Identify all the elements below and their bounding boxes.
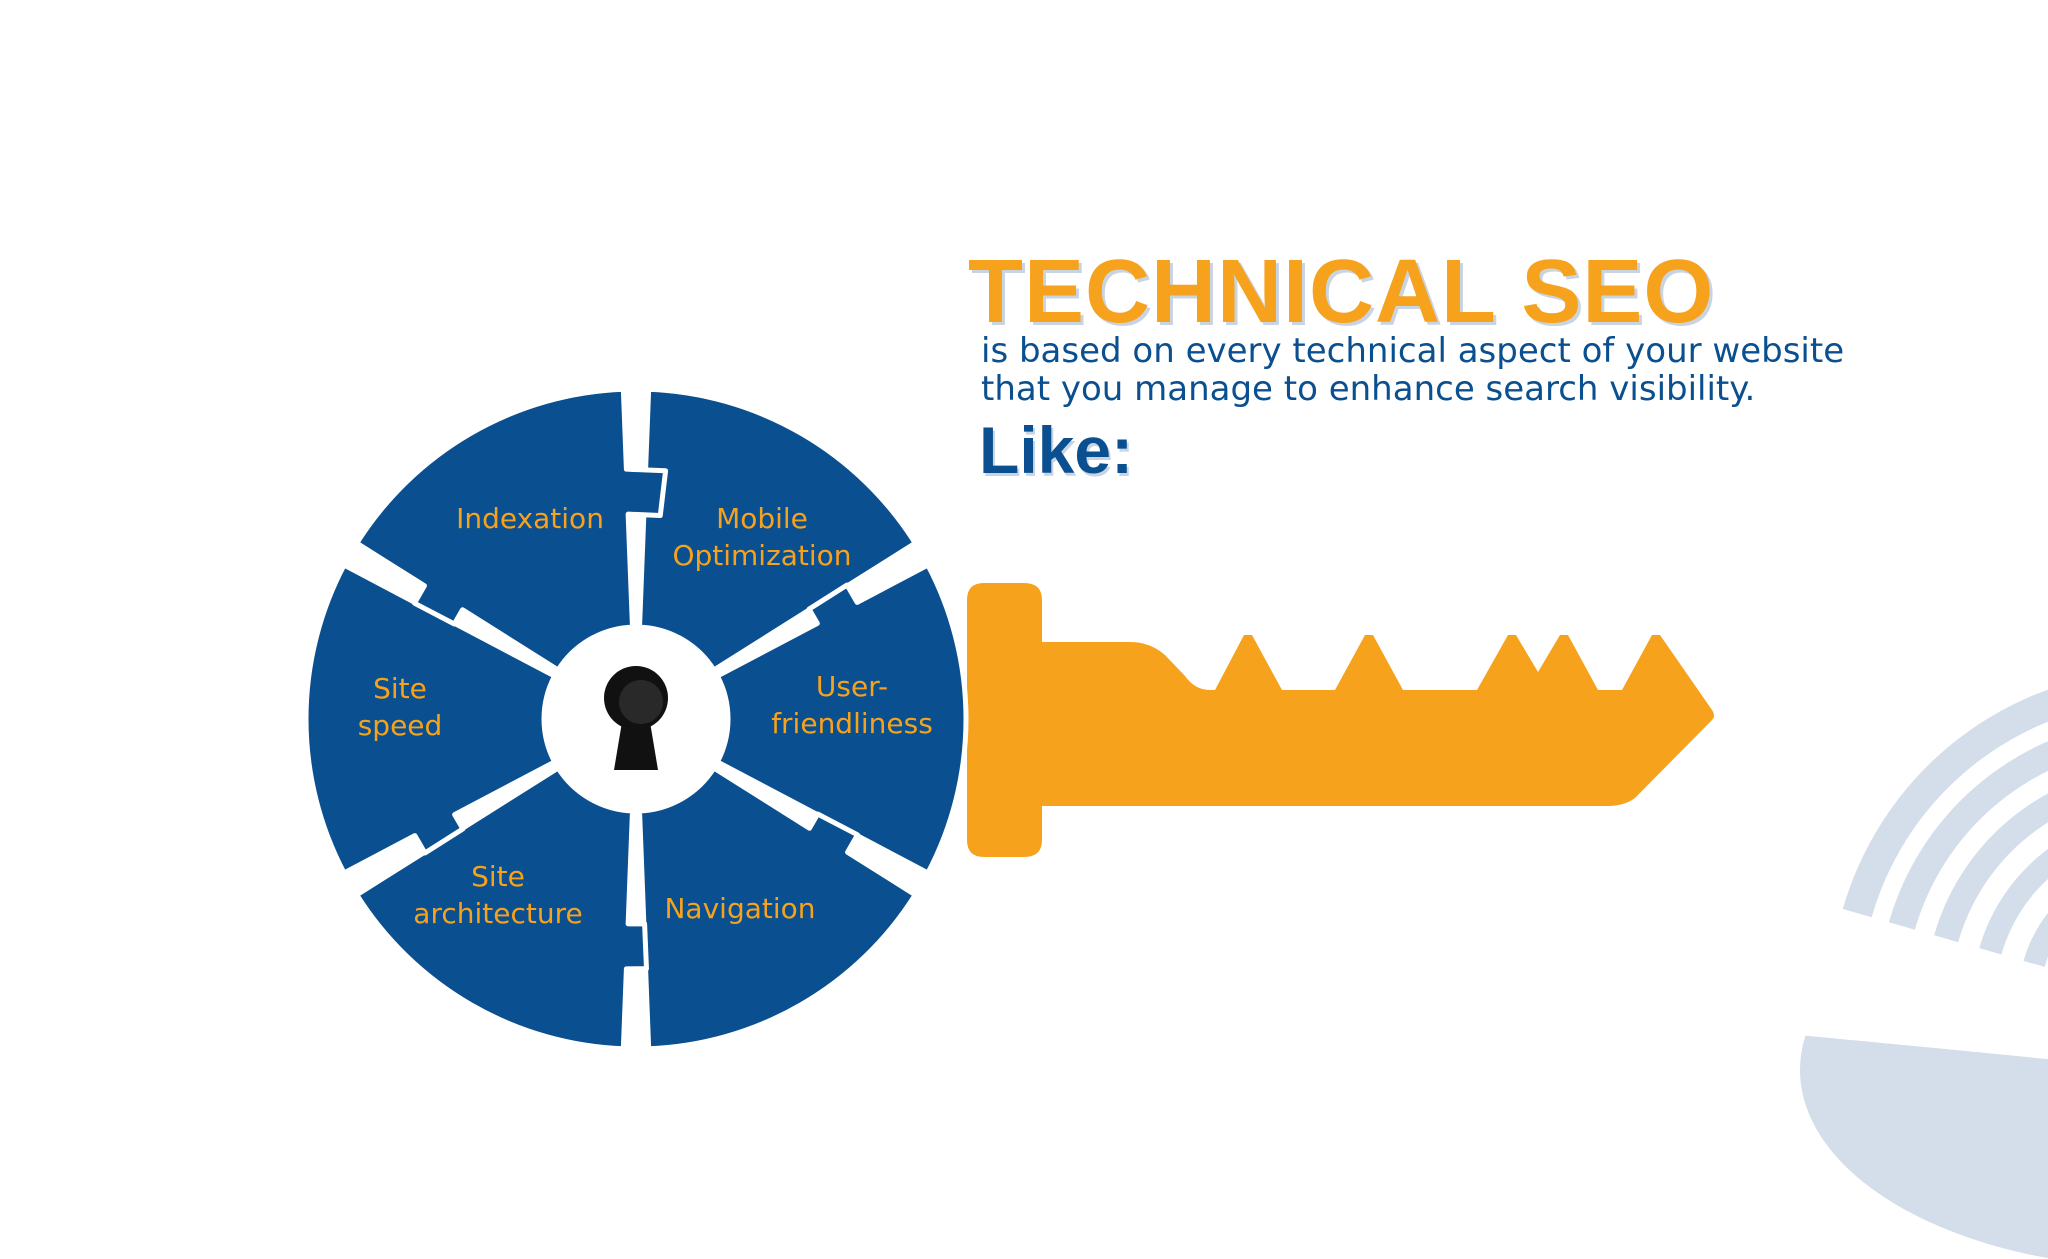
keyhole-icon — [604, 666, 668, 770]
segment-label-line: architecture — [413, 897, 582, 930]
segment-label-line: Optimization — [672, 539, 851, 572]
like-heading: Like: — [979, 413, 1134, 487]
segment-label-line: Site — [373, 672, 427, 705]
segment-label-line: Site — [471, 860, 525, 893]
segment-label-line: friendliness — [771, 707, 933, 740]
key-blade-icon — [967, 583, 1714, 857]
segment-site-architecture — [303, 562, 558, 876]
segment-label-line: Mobile — [716, 502, 808, 535]
globe-stripe — [1934, 793, 2048, 943]
globe-stripe — [1979, 849, 2048, 955]
segment-label-site-architecture: Site architecture — [413, 860, 582, 930]
segment-label-user-friendliness: User-friendliness — [771, 670, 933, 740]
segment-label-site-speed: Site speed — [358, 672, 443, 742]
globe-stripe — [1888, 741, 2048, 930]
globe-stripe — [1900, 1045, 2048, 1200]
puzzle-wheel — [303, 386, 969, 1052]
segment-label-line: User- — [816, 670, 888, 703]
segment-user-friendliness — [603, 765, 918, 1052]
subtitle-line-2: that you manage to enhance search visibi… — [981, 369, 1756, 409]
segment-mobile-optimization — [714, 562, 969, 876]
page-title: TECHNICAL SEO — [968, 242, 1715, 342]
subtitle: is based on every technical aspect of yo… — [981, 332, 1844, 408]
globe-watermark-icon — [1800, 689, 2048, 1259]
segment-label-navigation: Navigation — [664, 892, 815, 925]
globe-stripe — [1842, 689, 2048, 918]
segment-label-line: Navigation — [664, 892, 815, 925]
segment-label-line: Indexation — [456, 502, 604, 535]
globe-stripe — [2023, 912, 2048, 967]
segment-site-speed — [354, 386, 669, 673]
subtitle-line-1: is based on every technical aspect of yo… — [981, 331, 1845, 371]
segment-label-line: speed — [358, 709, 443, 742]
segment-label-indexation: Indexation — [456, 502, 604, 535]
